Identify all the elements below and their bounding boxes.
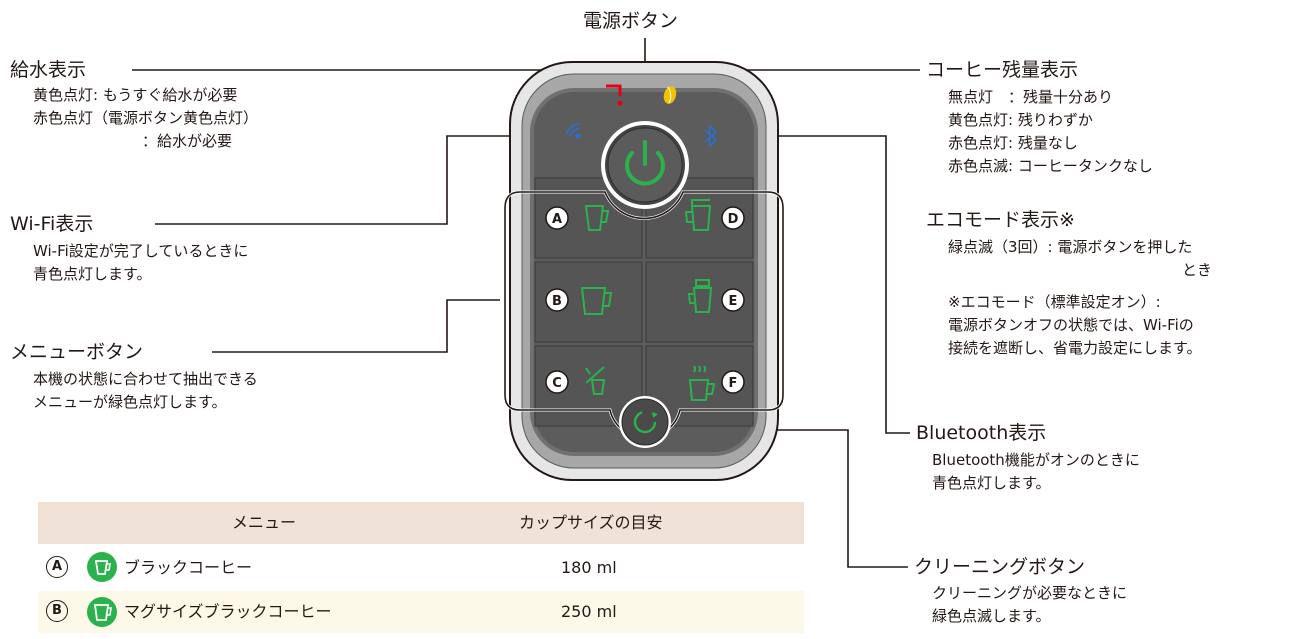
- power-button-graphic: [601, 121, 689, 209]
- eco-note-3: 接続を遮断し、省電力設定にします。: [948, 339, 1202, 357]
- bluetooth-title: Bluetooth表示: [916, 422, 1047, 444]
- leader-menu: [212, 299, 500, 353]
- wifi-line-2: 青色点灯します。: [33, 265, 152, 283]
- bluetooth-line-1: Bluetooth機能がオンのときに: [932, 451, 1140, 469]
- table-row-letter-b: B: [46, 600, 68, 622]
- table-header-size: カップサイズの目安: [519, 513, 663, 532]
- water-indicator-icon: [606, 84, 623, 106]
- wifi-icon: [565, 123, 581, 139]
- cup-icons: [580, 199, 716, 401]
- table-row-name-a: ブラックコーヒー: [124, 558, 253, 577]
- table-header-row: [38, 502, 804, 544]
- button-letter-d: D: [728, 212, 739, 227]
- coffee-line-2: 黄色点灯: 残りわずか: [948, 111, 1093, 129]
- wifi-title: Wi-Fi表示: [10, 213, 94, 235]
- eco-note-2: 電源ボタンオフの状態では、Wi-Fiの: [948, 316, 1194, 334]
- button-letter-c: C: [552, 376, 562, 391]
- button-letter-f: F: [729, 376, 738, 391]
- cleaning-line-2: 緑色点滅します。: [932, 607, 1051, 625]
- table-row-size-a: 180 ml: [561, 558, 617, 577]
- cleaning-line-1: クリーニングが必要なときに: [932, 584, 1128, 602]
- mug-coffee-cup-icon: [87, 597, 117, 627]
- leader-bluetooth: [714, 135, 910, 434]
- coffee-line-3: 赤色点灯: 残量なし: [948, 134, 1078, 152]
- eco-line-2: とき: [1182, 261, 1213, 279]
- menu-outline: [504, 191, 784, 439]
- water-line-3: ：給水が必要: [142, 132, 233, 150]
- button-letter-circles: [545, 206, 745, 394]
- table-row: [38, 548, 804, 588]
- bluetooth-icon: [704, 123, 718, 149]
- eco-note-1: ※エコモード（標準設定オン）:: [948, 293, 1161, 311]
- bluetooth-line-2: 青色点灯します。: [932, 474, 1051, 492]
- water-line-2: 赤色点灯（電源ボタン黄色点灯）: [33, 109, 259, 127]
- water-title: 給水表示: [10, 59, 87, 81]
- table-row: [38, 591, 804, 633]
- table-row-size-b: 250 ml: [561, 602, 617, 621]
- menu-button-line-1: 本機の状態に合わせて抽出できる: [33, 370, 258, 388]
- menu-button-line-2: メニューが緑色点灯します。: [33, 393, 227, 411]
- coffee-bean-icon: [663, 86, 677, 104]
- table-header-menu: メニュー: [232, 513, 297, 532]
- button-letter-a: A: [552, 212, 562, 227]
- coffee-line-4: 赤色点滅: コーヒータンクなし: [948, 157, 1153, 175]
- water-line-1: 黄色点灯: もうすぐ給水が必要: [33, 86, 238, 104]
- coffee-line-1: 無点灯 ：残量十分あり: [948, 88, 1114, 106]
- table-row-letter-a: A: [46, 556, 68, 578]
- eco-line-1: 緑点滅（3回）: 電源ボタンを押した: [948, 238, 1193, 256]
- coffee-title: コーヒー残量表示: [926, 59, 1079, 81]
- black-coffee-cup-icon: [87, 552, 117, 582]
- power-button-title: 電源ボタン: [583, 10, 679, 32]
- cleaning-title: クリーニングボタン: [914, 556, 1086, 578]
- menu-button-title: メニューボタン: [10, 341, 144, 363]
- table-row-name-b: マグサイズブラックコーヒー: [124, 602, 332, 621]
- button-letter-b: B: [552, 294, 562, 309]
- wifi-line-1: Wi-Fi設定が完了しているときに: [33, 242, 249, 260]
- eco-title: エコモード表示※: [926, 209, 1075, 231]
- button-letter-e: E: [729, 294, 738, 309]
- cleaning-button-graphic: [619, 396, 671, 448]
